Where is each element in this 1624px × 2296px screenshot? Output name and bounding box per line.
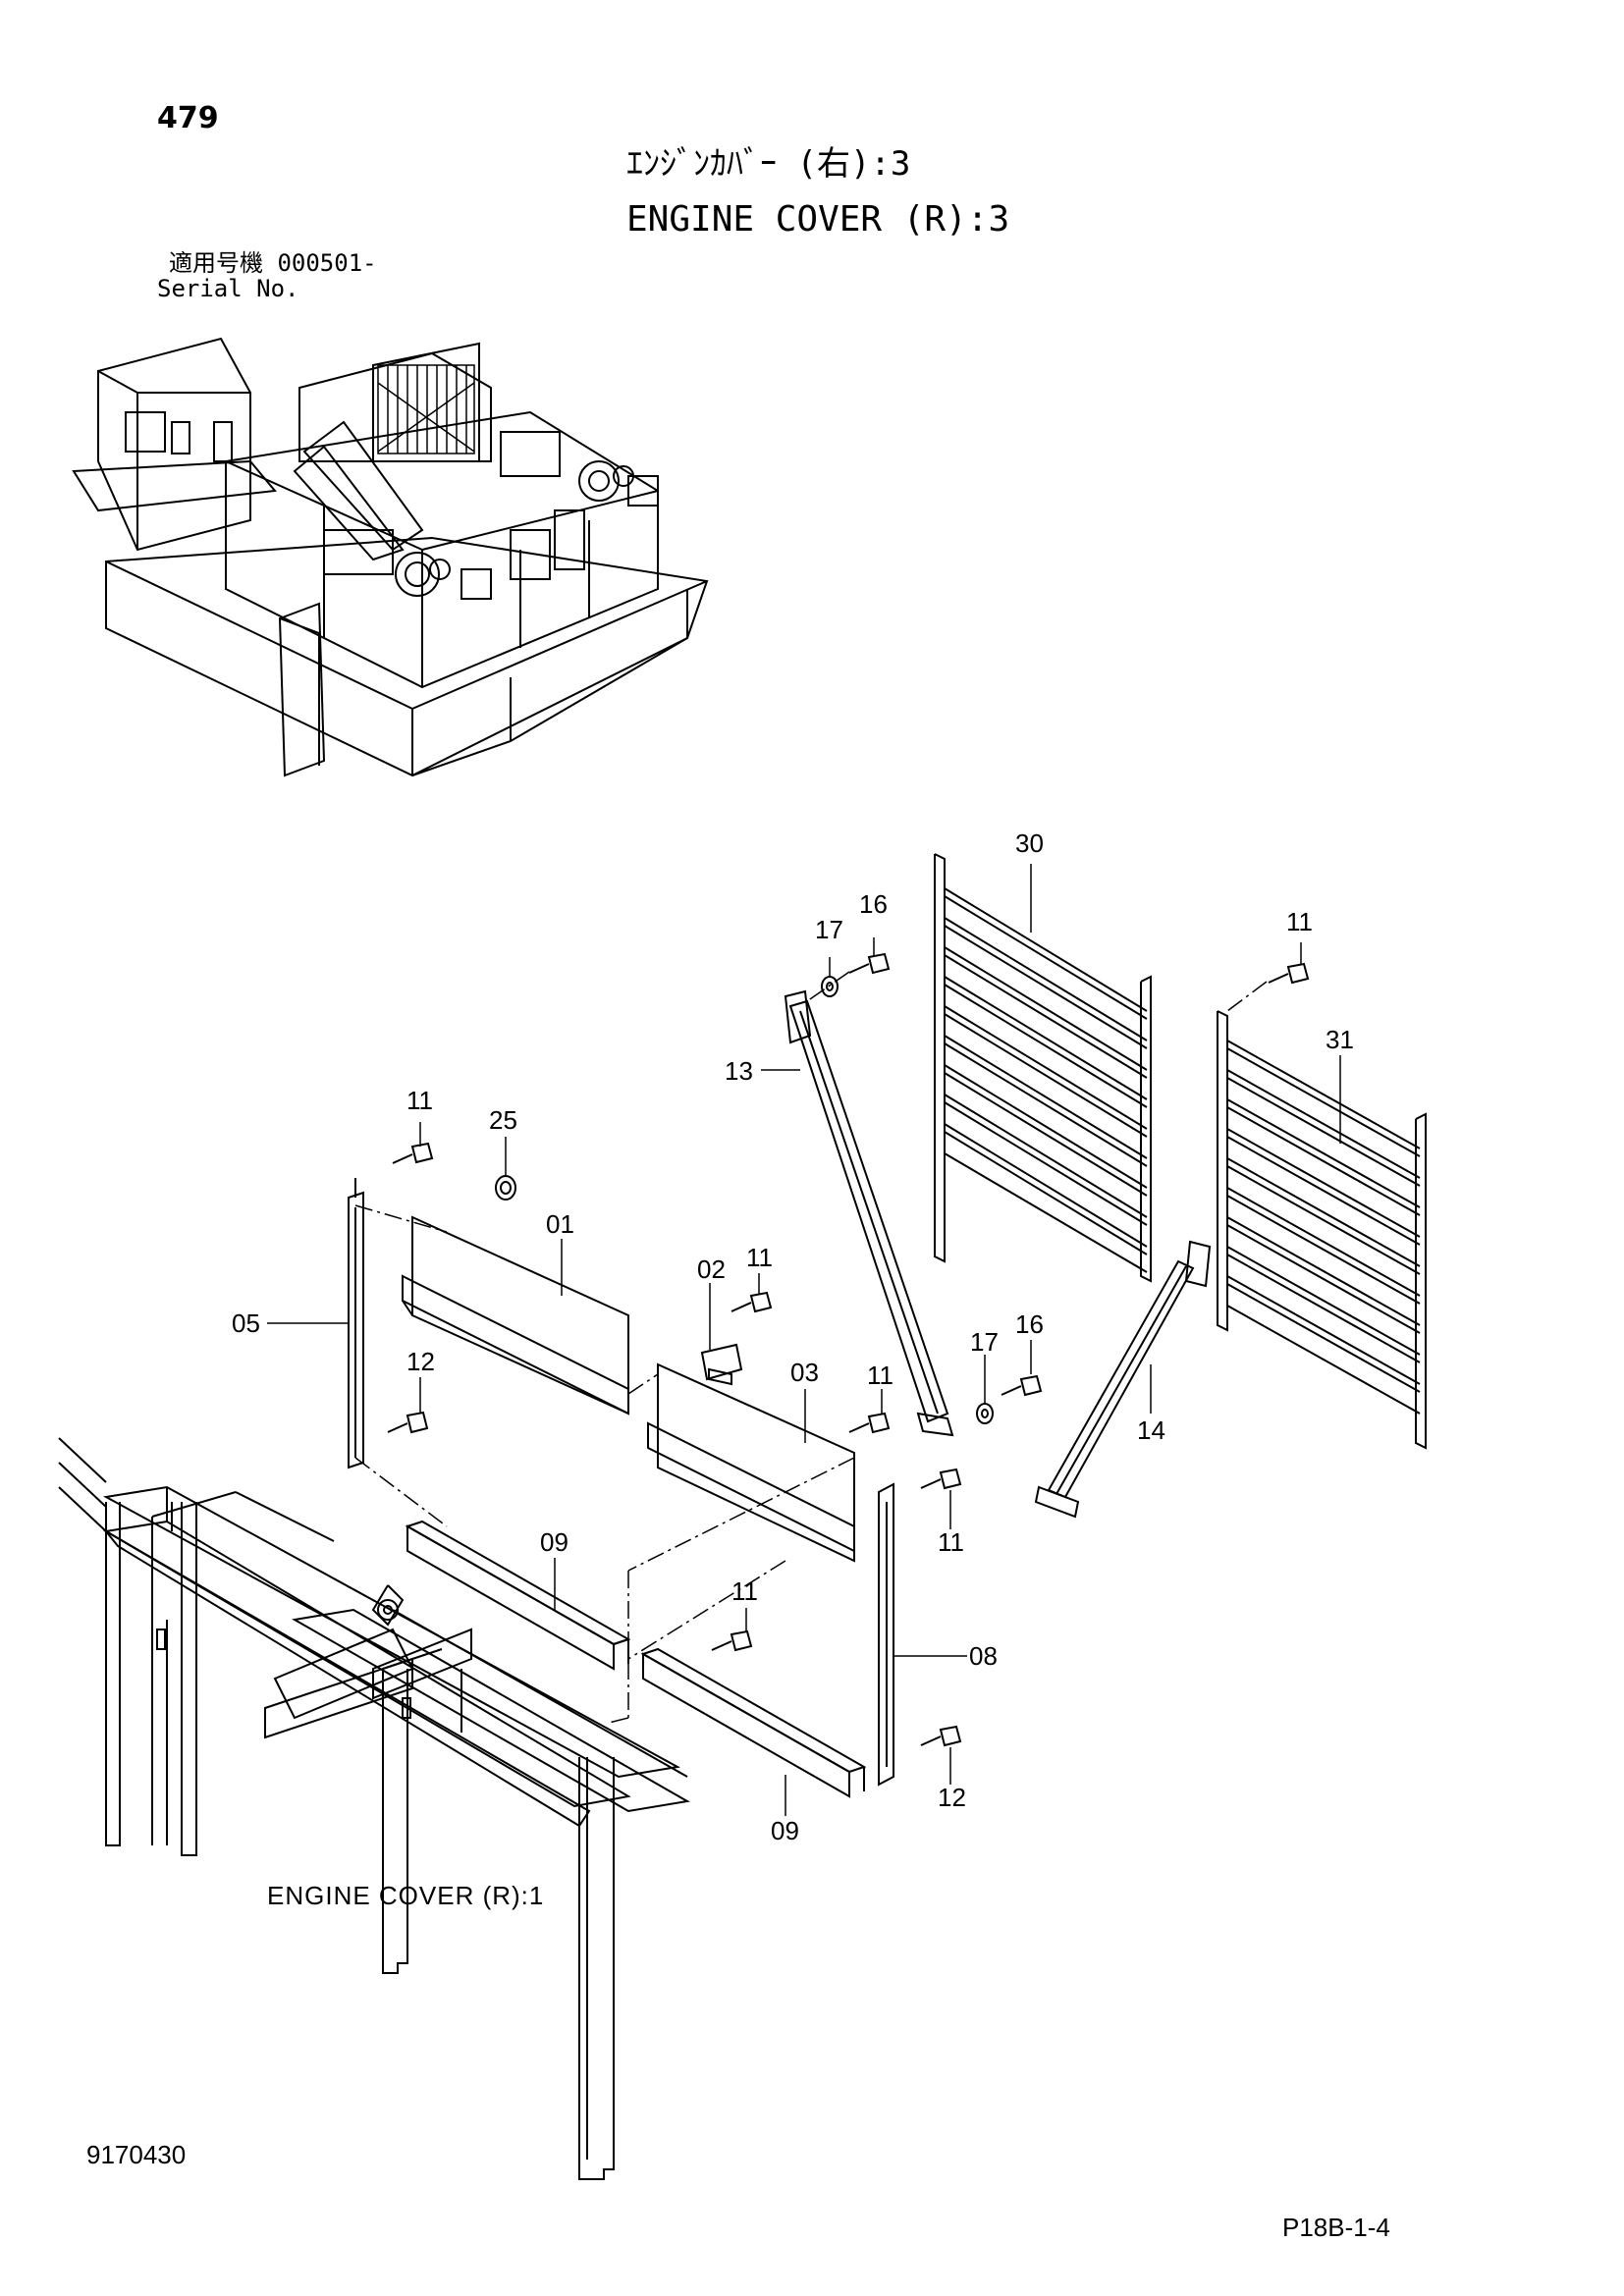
assembly-lines (354, 971, 1268, 1724)
serial-number-line: 適用号機 000501- (169, 251, 377, 275)
callout-labels: 30 16 17 11 31 13 11 25 01 02 11 05 03 1… (232, 828, 1354, 1910)
callout-02: 02 (697, 1255, 726, 1284)
base-frame (58, 1437, 690, 2180)
document-number: 9170430 (86, 2140, 187, 2169)
cover-03 (647, 1362, 855, 1563)
bolts (387, 952, 1310, 1747)
serial-label-japanese: 適用号機 (169, 249, 263, 277)
callout-12: 12 (938, 1783, 966, 1812)
callout-09: 09 (540, 1527, 568, 1557)
callout-11: 11 (938, 1527, 964, 1557)
callout-05: 05 (232, 1308, 260, 1338)
cover-01 (402, 1215, 629, 1415)
channel-09-upper (405, 1520, 631, 1671)
plate-08 (878, 1482, 894, 1787)
bracket-02 (700, 1343, 743, 1386)
callout-11: 11 (746, 1243, 773, 1272)
reference-code: P18B-1-4 (1282, 2213, 1390, 2242)
callout-31: 31 (1326, 1025, 1354, 1054)
callout-11: 11 (867, 1361, 893, 1390)
callout-17: 17 (970, 1327, 999, 1357)
callout-11: 11 (406, 1086, 433, 1115)
callout-11: 11 (731, 1576, 758, 1606)
callout-09: 09 (771, 1816, 799, 1845)
callout-25: 25 (489, 1105, 517, 1135)
callout-01: 01 (546, 1209, 574, 1239)
reference-label: ENGINE COVER (R):1 (267, 1881, 544, 1910)
machine-overview (72, 337, 709, 777)
leader-lines (267, 864, 1341, 1816)
louvered-panel-30 (934, 853, 1152, 1283)
callout-11: 11 (1286, 907, 1313, 936)
callout-08: 08 (969, 1641, 998, 1671)
page-number: 479 (157, 101, 219, 135)
serial-number-value: 000501- (277, 249, 377, 277)
channel-09-lower (640, 1647, 867, 1798)
callout-03: 03 (790, 1358, 819, 1387)
callout-16: 16 (1015, 1309, 1044, 1339)
title-english: ENGINE COVER (R):3 (626, 199, 1010, 240)
plate-05 (348, 1178, 364, 1469)
serial-label-english: Serial No. (157, 275, 299, 302)
callout-30: 30 (1015, 828, 1044, 858)
callout-14: 14 (1137, 1415, 1165, 1445)
callout-17: 17 (815, 915, 843, 944)
callout-13: 13 (725, 1056, 753, 1086)
louvered-panel-31 (1217, 1010, 1427, 1450)
stay-14 (1034, 1240, 1212, 1519)
stay-13 (784, 989, 954, 1437)
callout-12: 12 (406, 1347, 435, 1376)
title-japanese: ｴﾝｼﾞﾝｶﾊﾞｰ (右):3 (626, 144, 911, 184)
callout-16: 16 (859, 889, 888, 919)
